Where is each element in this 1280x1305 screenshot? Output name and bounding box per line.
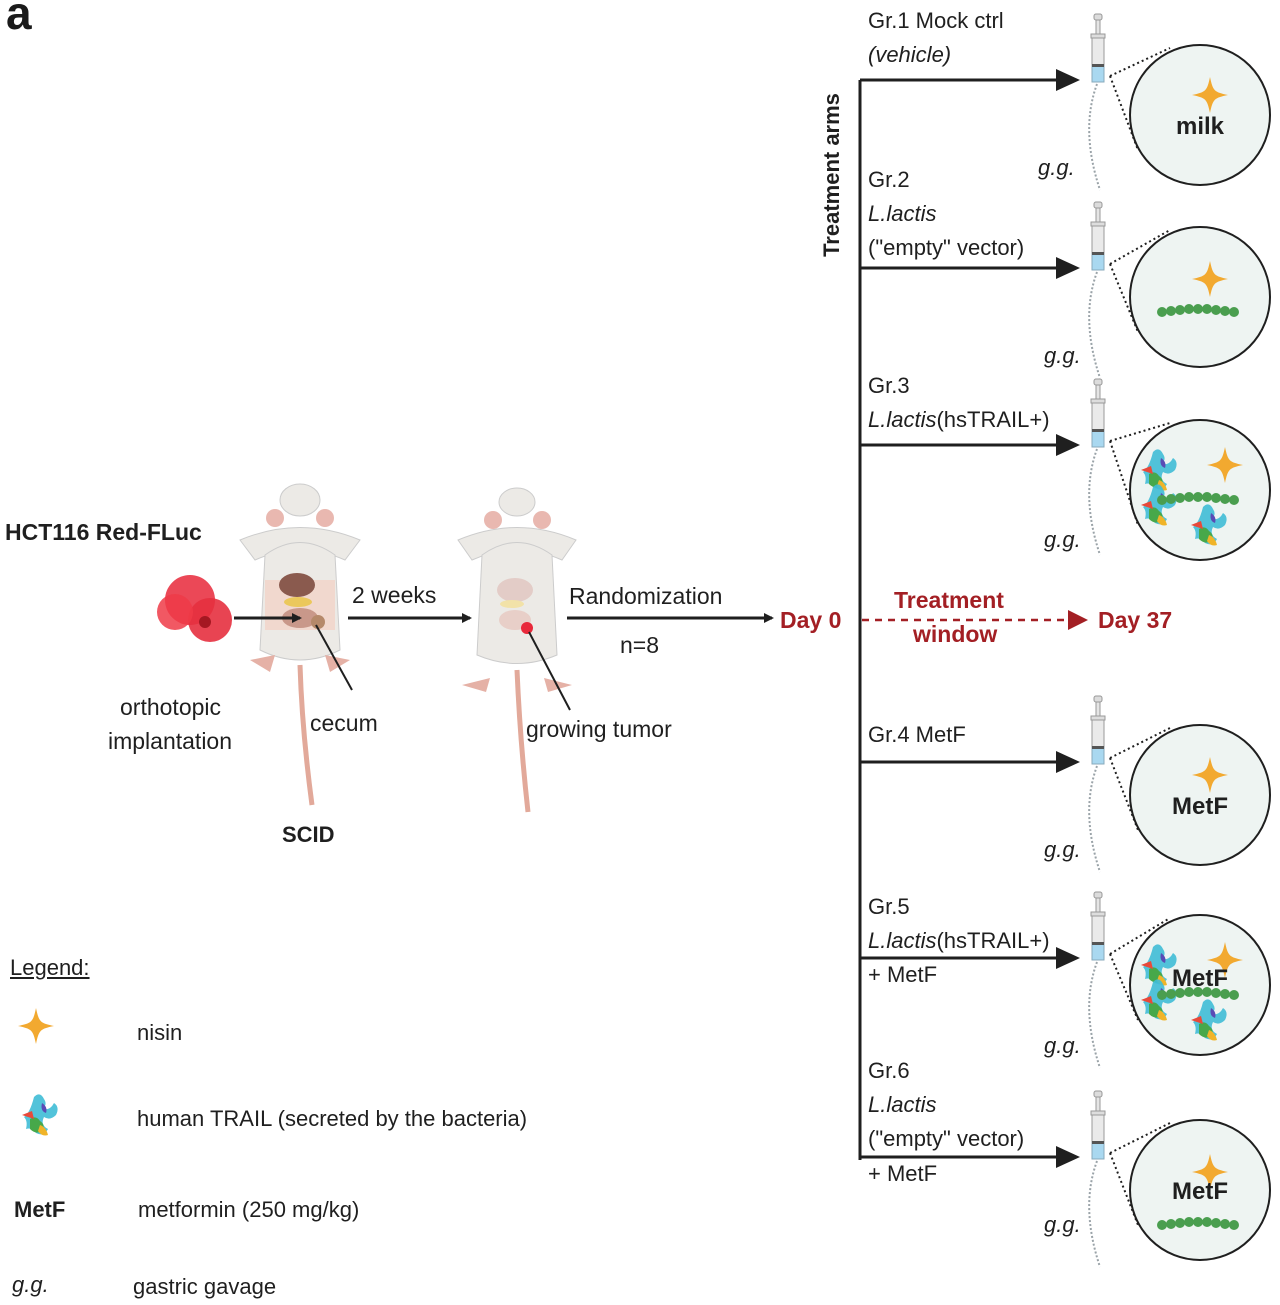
arm-species-name: L.lactis bbox=[868, 407, 937, 432]
arm-line2-text: (vehicle) bbox=[868, 38, 951, 72]
zoom-line bbox=[1109, 422, 1171, 442]
legend-gg-label: gastric gavage bbox=[133, 1274, 277, 1299]
syringe-icon bbox=[1090, 378, 1106, 448]
circle-content-label: MetF bbox=[1172, 793, 1228, 820]
arm-arrowhead bbox=[1056, 1146, 1080, 1168]
arm-species-name: L.lactis bbox=[868, 928, 937, 953]
arm-arrowhead bbox=[1056, 434, 1080, 456]
arm-strain-suffix: (hsTRAIL+) bbox=[936, 928, 1050, 953]
arm-line2-text: L.lactis(hsTRAIL+) bbox=[868, 403, 1050, 437]
contents-zoom-circle bbox=[1129, 226, 1271, 368]
syringe-icon bbox=[1090, 13, 1106, 83]
zoom-line bbox=[1109, 727, 1171, 759]
implant-label-line1: orthotopic bbox=[120, 694, 222, 720]
treatment-window-label-line2: window bbox=[913, 621, 998, 647]
syringe-icon bbox=[1090, 201, 1106, 271]
gavage-tube bbox=[1088, 961, 1101, 1069]
tumor-label: growing tumor bbox=[526, 716, 672, 742]
arm-group-text: Gr.1 Mock ctrl bbox=[868, 8, 1004, 33]
arm-line3-text: ("empty" vector) bbox=[868, 1126, 1025, 1151]
scid-mouse-illustration bbox=[239, 483, 361, 806]
legend-gg-symbol: g.g. bbox=[12, 1272, 49, 1297]
arm-line3-text: + MetF bbox=[868, 962, 938, 987]
legend-metf-label: metformin (250 mg/kg) bbox=[138, 1197, 360, 1222]
implant-label-line2: implantation bbox=[108, 728, 233, 754]
treatment-arms-label: Treatment arms bbox=[819, 93, 844, 257]
cecum-label: cecum bbox=[310, 710, 378, 736]
tumor-pointer bbox=[528, 631, 571, 711]
arm-arrowhead bbox=[1056, 257, 1080, 279]
legend-nisin-label: nisin bbox=[137, 1020, 183, 1045]
arm-group-text: Gr.2 bbox=[868, 167, 910, 192]
syringe-icon bbox=[1090, 1090, 1106, 1160]
arm-line4-text: + MetF bbox=[868, 1161, 938, 1186]
contents-zoom-circle bbox=[1129, 44, 1271, 186]
route-label: g.g. bbox=[1044, 837, 1081, 862]
arm-group-text: Gr.5 bbox=[868, 894, 910, 919]
gavage-tube bbox=[1088, 448, 1101, 556]
gavage-tube bbox=[1088, 765, 1101, 873]
cell-line-label: HCT116 Red-FLuc bbox=[5, 519, 202, 545]
panel-letter: a bbox=[6, 0, 32, 39]
zoom-line bbox=[1109, 917, 1171, 955]
arm-group-text: Gr.6 bbox=[868, 1058, 910, 1083]
mouse-strain-label: SCID bbox=[282, 822, 335, 847]
route-label: g.g. bbox=[1044, 1212, 1081, 1237]
treatment-window-label-line1: Treatment bbox=[894, 587, 1004, 613]
route-label: g.g. bbox=[1044, 1033, 1081, 1058]
arm-line2-text: L.lactis(hsTRAIL+) bbox=[868, 924, 1050, 958]
arm-strain-suffix: (hsTRAIL+) bbox=[936, 407, 1050, 432]
zoom-line bbox=[1109, 1122, 1171, 1154]
treatment-arms-graphics bbox=[860, 13, 1271, 1268]
circle-content-label: milk bbox=[1175, 113, 1225, 140]
legend-trail-label: human TRAIL (secreted by the bacteria) bbox=[137, 1106, 528, 1131]
zoom-line bbox=[1109, 47, 1171, 77]
syringe-icon bbox=[1090, 695, 1106, 765]
arm-arrowhead bbox=[1056, 69, 1080, 91]
randomization-label: Randomization bbox=[569, 583, 723, 609]
legend-nisin-star-icon bbox=[18, 1008, 54, 1044]
arm-species-name: L.lactis bbox=[868, 1092, 937, 1117]
hct116-cells-illustration bbox=[157, 575, 232, 642]
interval-label: 2 weeks bbox=[352, 582, 437, 608]
syringe-icon bbox=[1090, 891, 1106, 961]
sample-size-label: n=8 bbox=[620, 632, 660, 658]
legend-title: Legend: bbox=[10, 955, 90, 980]
treatment-window-arrowhead bbox=[1068, 610, 1088, 630]
contents-zoom-circle bbox=[1129, 724, 1271, 866]
arm-group-text: Gr.3 bbox=[868, 373, 910, 398]
arm-line3-text: ("empty" vector) bbox=[868, 235, 1025, 260]
gavage-tube bbox=[1088, 271, 1101, 379]
zoom-line bbox=[1109, 953, 1139, 1021]
circle-content-label: MetF bbox=[1172, 965, 1228, 992]
gavage-tube bbox=[1088, 1160, 1101, 1268]
arm-arrowhead bbox=[1056, 751, 1080, 773]
arm-species-name: L.lactis bbox=[868, 201, 937, 226]
arm-line2-text: L.lactis bbox=[868, 1088, 936, 1122]
arm-line2-text: L.lactis bbox=[868, 197, 936, 231]
route-label: g.g. bbox=[1038, 155, 1075, 180]
gavage-tube bbox=[1088, 83, 1101, 191]
tumor-bearing-mouse-illustration bbox=[457, 487, 577, 813]
legend-metf-symbol: MetF bbox=[14, 1197, 66, 1222]
route-label: g.g. bbox=[1044, 527, 1081, 552]
timeline-start: Day 0 bbox=[780, 607, 842, 633]
arm-species-name: (vehicle) bbox=[868, 42, 952, 67]
legend-trail-protein-icon bbox=[22, 1094, 58, 1136]
route-label: g.g. bbox=[1044, 343, 1081, 368]
arm-group-text: Gr.4 MetF bbox=[868, 722, 966, 747]
timeline-end: Day 37 bbox=[1098, 607, 1173, 633]
circle-content-label: MetF bbox=[1172, 1178, 1228, 1205]
cecum-pointer bbox=[315, 624, 353, 691]
arm-arrowhead bbox=[1056, 947, 1080, 969]
zoom-line bbox=[1109, 229, 1171, 265]
